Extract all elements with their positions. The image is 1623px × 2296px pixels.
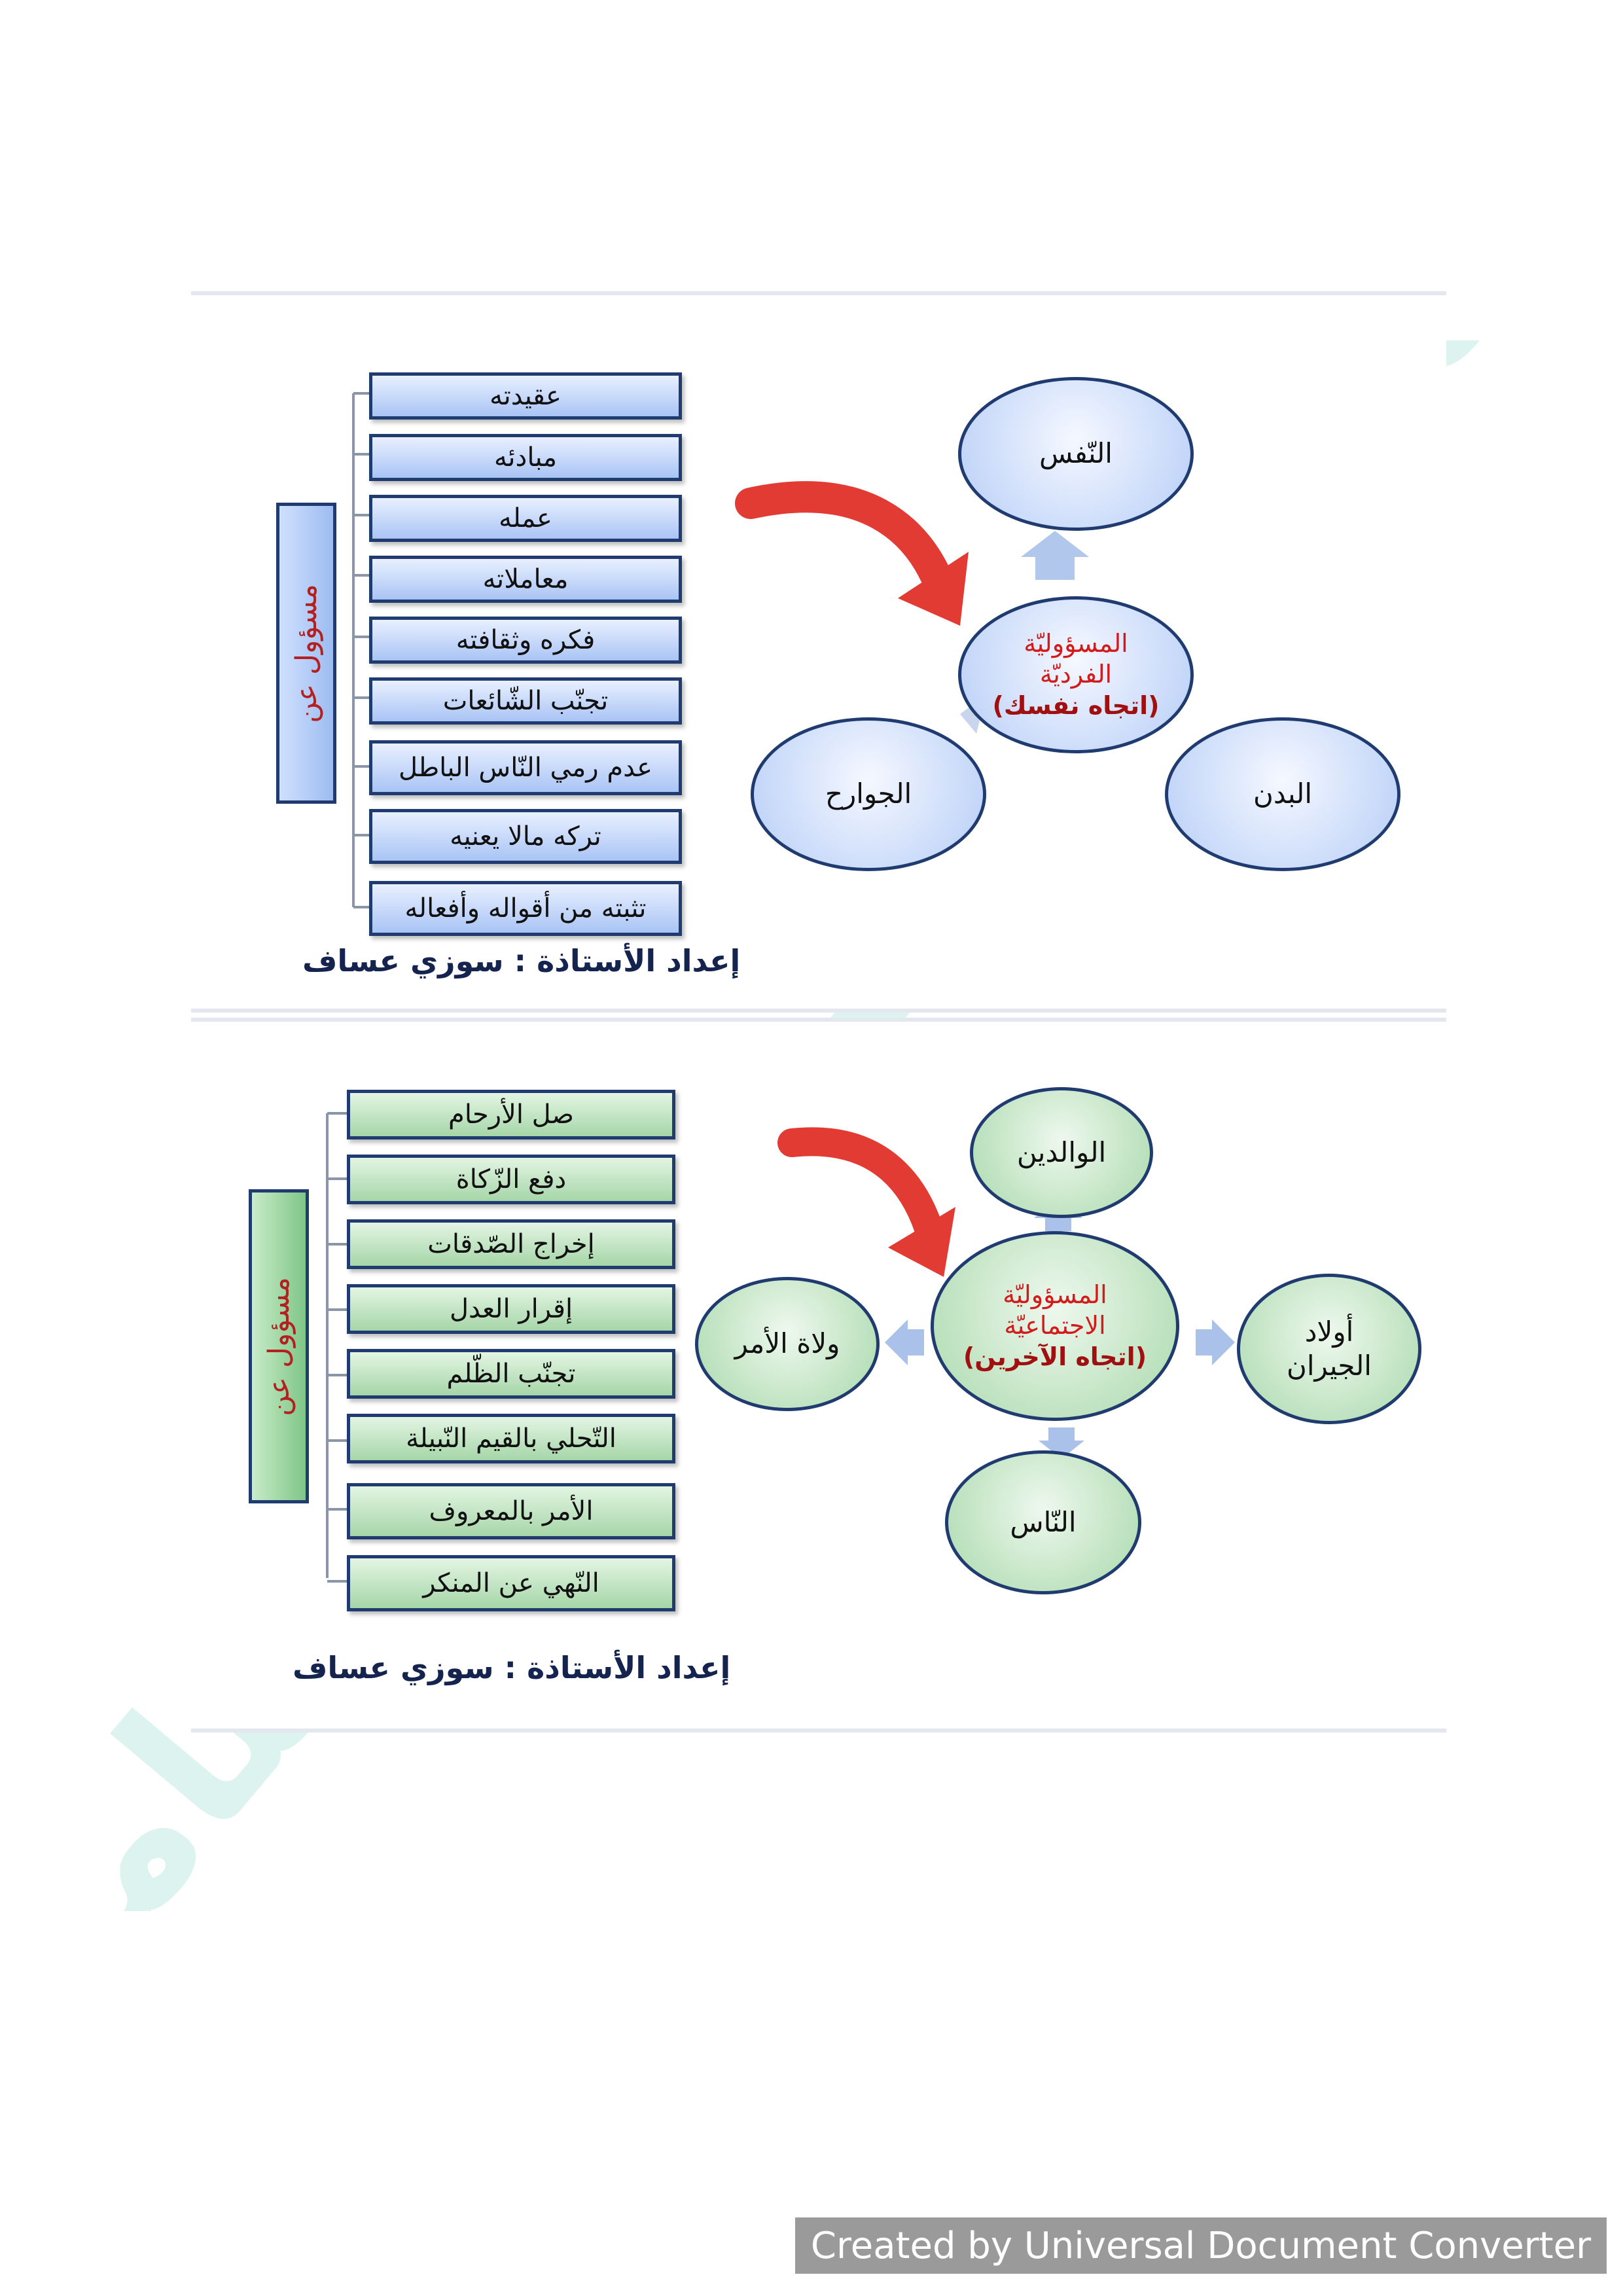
tree-connectors (326, 1112, 347, 1583)
list-item: عمله (369, 495, 682, 542)
red-arrow (777, 1127, 945, 1249)
node-people: النّاس (945, 1450, 1141, 1594)
list-item: إخراج الصّدقات (347, 1219, 675, 1269)
node-neighbors-children: أولاد الجيران (1237, 1274, 1421, 1424)
arrow-down-light (1039, 1427, 1084, 1459)
responsible-for-label: مسؤول عن (289, 583, 323, 723)
list-item: النّهي عن المنكر (347, 1555, 675, 1611)
responsible-for-title: مسؤول عن (249, 1189, 309, 1503)
list-item: صل الأرحام (347, 1090, 675, 1139)
responsible-for-title: مسؤول عن (276, 503, 336, 804)
node-self: النّفس (958, 377, 1194, 531)
converter-watermark: Created by Universal Document Converter (795, 2217, 1607, 2274)
red-arrow-head (898, 552, 969, 626)
center-individual-responsibility: المسؤوليّة الفرديّة (اتجاه نفسك) (958, 596, 1194, 753)
node-body: البدن (1165, 717, 1400, 871)
node-rulers: ولاة الأمر (695, 1277, 880, 1411)
list-item: فكره وثقافته (369, 617, 682, 664)
author-credit: إعداد الأستاذة : سوزي عساف (302, 943, 741, 978)
node-parents: الوالدين (970, 1087, 1153, 1218)
list-item: عقيدته (369, 372, 682, 420)
list-item: عدم رمي النّاس الباطل (369, 740, 682, 795)
list-item: تركه مالا يعنيه (369, 809, 682, 864)
responsible-for-label: مسؤول عن (262, 1276, 296, 1416)
list-item: تجنّب الشّائعات (369, 677, 682, 725)
author-credit: إعداد الأستاذة : سوزي عساف (293, 1650, 731, 1685)
tree-connectors (352, 392, 369, 908)
arrow-right-light (1196, 1319, 1235, 1365)
social-responsibility-diagram: مسؤول عن صل الأرحام دفع الزّكاة إخراج ال… (191, 1018, 1446, 1732)
red-arrow (735, 481, 955, 599)
list-item: الأمر بالمعروف (347, 1483, 675, 1539)
list-item: تثبته من أقواله وأفعاله (369, 881, 682, 936)
arrow-up-light (1021, 531, 1089, 580)
list-item: التّحلي بالقيم النّبيلة (347, 1414, 675, 1463)
list-item: إقرار العدل (347, 1284, 675, 1334)
list-item: معاملاته (369, 556, 682, 603)
individual-responsibility-diagram: مسؤول عن عقيدته مبادئه عمله معاملاته فكر… (191, 291, 1446, 1013)
node-limbs: الجوارح (751, 717, 986, 871)
arrow-left-light (885, 1319, 924, 1365)
red-arrow-head (888, 1207, 955, 1277)
list-item: تجنّب الظّلم (347, 1349, 675, 1399)
list-item: مبادئه (369, 434, 682, 481)
list-item: دفع الزّكاة (347, 1155, 675, 1204)
center-social-responsibility: المسؤوليّة الاجتماعيّة (اتجاه الآخرين) (931, 1231, 1179, 1421)
